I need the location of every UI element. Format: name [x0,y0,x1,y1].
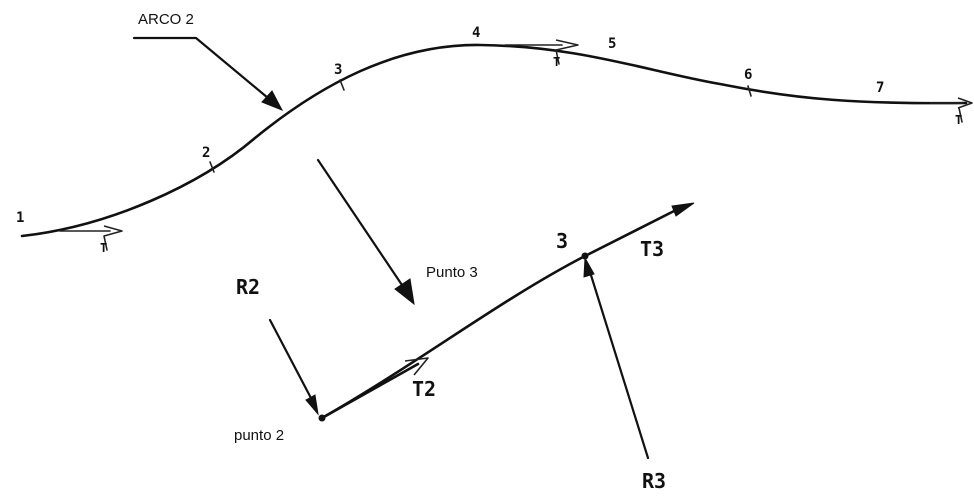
tangent-t3-line [583,206,682,258]
r2-arrow-shaft [268,318,314,402]
point-label-1: 1 [16,210,24,226]
point3-callout-label: Punto 3 [426,264,478,281]
point-label-5: 5 [608,36,616,52]
zoom-arrow-shaft [316,158,406,290]
tangent-t3-arrowhead [671,202,695,217]
point2-callout-label: punto 2 [234,427,284,444]
arc-callout-leader [132,36,270,100]
point-label-6: 6 [744,67,752,83]
r3-arrow-head [583,256,595,278]
point3-dot [581,252,589,260]
point-tick-3 [339,79,345,91]
tangent-t2-line [320,362,420,420]
r3-label: R3 [642,469,666,493]
tangent-arrow-7 [929,97,973,123]
r3-arrow-shaft [588,270,650,460]
tangent-label-1: T [100,241,107,255]
tangent-arrow-1 [59,225,123,251]
t3-label: T3 [640,237,664,261]
point-tick-2 [209,161,215,173]
arc-callout-label: ARCO 2 [138,11,194,28]
point3-number-label: 3 [556,229,568,253]
point-label-4: 4 [472,25,480,41]
point2-dot [318,414,326,422]
arc-callout-arrowhead [261,90,284,111]
tangent-t2-arrowhead [404,357,429,376]
point-tick-6 [747,85,752,97]
r2-arrow-head [305,394,319,416]
tangent-arrow-4 [504,39,579,65]
t2-label: T2 [412,377,436,401]
arc-curve [20,43,968,238]
r2-label: R2 [236,275,260,299]
point-label-7: 7 [876,80,884,96]
tangent-label-4: T [553,55,560,69]
tangent-label-7: T [955,113,962,127]
point-label-3: 3 [334,62,342,78]
zoom-arrow-head [394,278,415,306]
point-label-2: 2 [202,145,210,161]
